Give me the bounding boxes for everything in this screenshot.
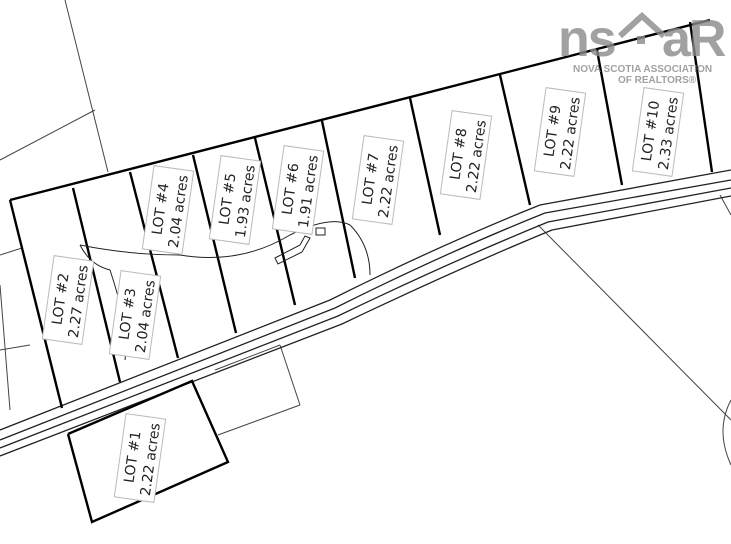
lot-label-box: [141, 165, 195, 255]
lot-label: LOT #61.91 acres: [271, 145, 325, 235]
watermark-line1: NOVA SCOTIA ASSOCIATION: [573, 64, 712, 75]
watermark-logo-left: ns: [558, 10, 615, 68]
lot-label-box: [631, 87, 685, 177]
house-window-icon: [637, 36, 645, 44]
lot-number: LOT #9: [542, 104, 565, 158]
lot-label: LOT #82.22 acres: [439, 110, 493, 200]
lot-label: LOT #12.22 acres: [113, 413, 167, 503]
lot-label-box: [271, 145, 325, 235]
lot-label: LOT #72.22 acres: [351, 135, 405, 225]
lot-number: LOT #7: [360, 152, 383, 206]
lot-label: LOT #22.27 acres: [41, 255, 95, 345]
lot-label-box: [208, 155, 262, 245]
watermark-logo-right: aR: [662, 10, 726, 68]
lot-label: LOT #102.33 acres: [631, 87, 685, 177]
lot-number: LOT #1: [122, 430, 145, 484]
lot-label: LOT #92.22 acres: [533, 87, 587, 177]
watermark-line2: OF REALTORS®: [618, 75, 697, 86]
lot-label-box: [439, 110, 493, 200]
lot-label: LOT #32.04 acres: [108, 270, 162, 360]
house-roof-icon: [617, 11, 667, 39]
lot-number: LOT #3: [117, 287, 140, 341]
lot-number: LOT #4: [150, 182, 173, 236]
lot-label-box: [533, 87, 587, 177]
lot-label-box: [41, 255, 95, 345]
lot-number: LOT #2: [50, 272, 73, 326]
watermark-logo: ns aR NOVA SCOTIA ASSOCIATION OF REALTOR…: [558, 10, 728, 86]
lot-label-box: [108, 270, 162, 360]
lot-number: LOT #5: [217, 172, 240, 226]
lot-label-box: [351, 135, 405, 225]
road: [0, 169, 731, 457]
adjacent-boundaries: [0, 0, 731, 466]
lot-lines: [8, 18, 714, 524]
lot-number: LOT #6: [280, 162, 303, 216]
lot-number: LOT #8: [448, 127, 471, 181]
lot-label: LOT #51.93 acres: [208, 155, 262, 245]
lot-label-box: [113, 413, 167, 503]
lot-label: LOT #42.04 acres: [141, 165, 195, 255]
